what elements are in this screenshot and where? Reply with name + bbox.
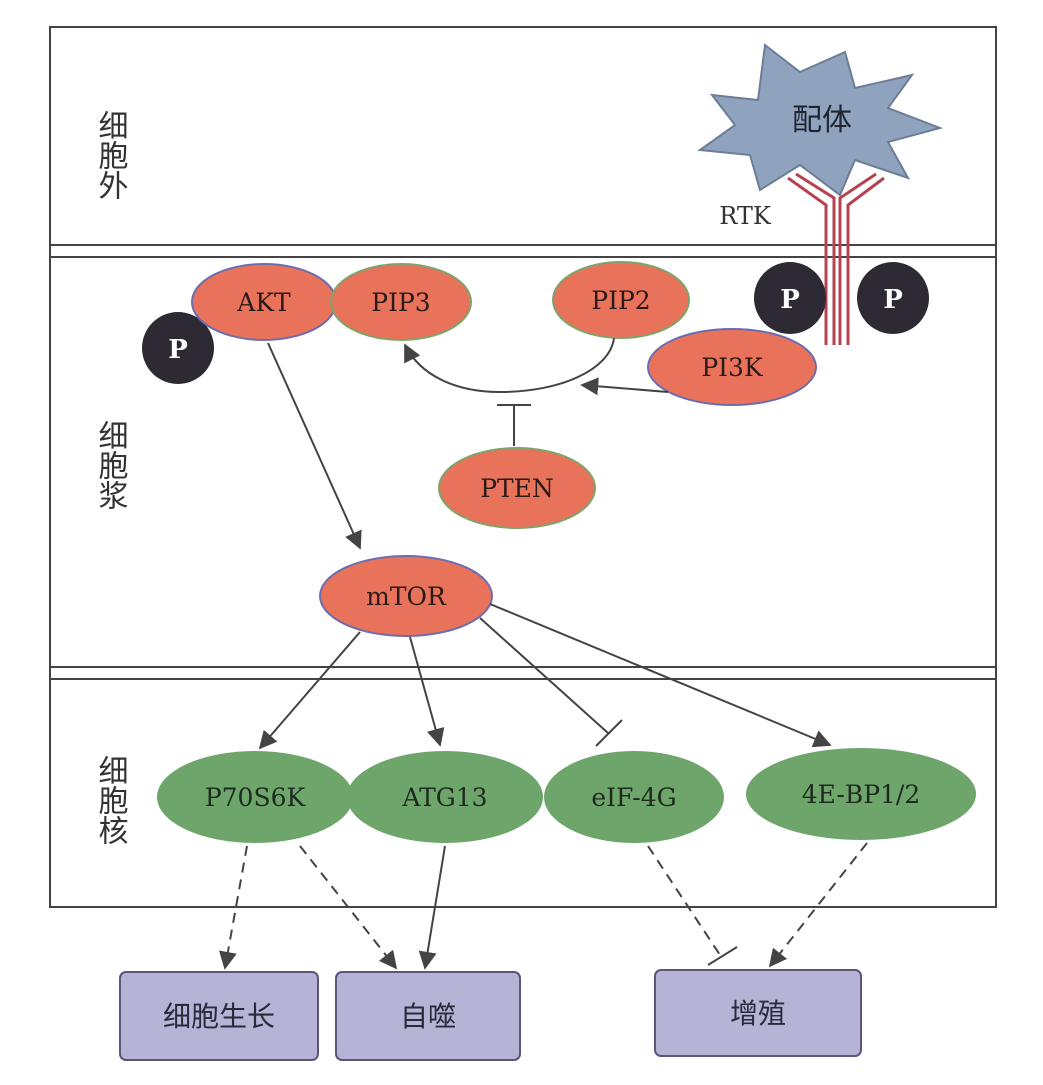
phospho-rtk-left <box>754 262 826 334</box>
arrow-pip2-to-pip3 <box>404 337 615 394</box>
node-pip2-label: PIP2 <box>591 286 650 315</box>
node-mtor-label: mTOR <box>366 582 447 611</box>
region-extracellular: 细胞外 <box>93 110 129 200</box>
region-nucleus: 细胞核 <box>93 755 129 845</box>
inhibit-eif4g-to-proliferation <box>647 845 723 959</box>
node-atg13 <box>347 751 543 843</box>
phospho-rtk-right <box>857 262 929 334</box>
node-pip3 <box>330 263 472 341</box>
phospho-akt-label: P <box>168 335 188 365</box>
node-mtor <box>319 555 493 637</box>
node-eif4g-label: eIF-4G <box>591 783 676 812</box>
node-eif4g <box>544 751 724 843</box>
node-pip2 <box>552 261 690 339</box>
arrow-atg13-to-autophagy <box>418 845 446 970</box>
inhibit-eif4g-to-proliferation-bar <box>707 946 738 966</box>
phospho-rtk-left-label: P <box>780 285 800 315</box>
outcome-proliferation-box <box>654 969 862 1057</box>
arrow-mtor-to-atg13 <box>409 636 445 747</box>
ligand-label: 配体 <box>792 103 852 138</box>
arrow-p70s6k-to-growth <box>219 845 248 970</box>
outcome-autophagy-box <box>335 971 521 1061</box>
node-pten <box>438 447 596 529</box>
node-p70s6k <box>157 751 353 843</box>
node-pi3k-label: PI3K <box>701 353 764 382</box>
node-pten-label: PTEN <box>480 474 554 503</box>
node-pip3-label: PIP3 <box>371 288 430 317</box>
arrow-p70s6k-to-autophagy <box>299 845 398 970</box>
ligand-shape <box>697 43 944 197</box>
node-atg13-label: ATG13 <box>401 783 487 812</box>
rtk-receptor <box>787 172 885 345</box>
node-pi3k <box>647 328 817 406</box>
node-akt-label: AKT <box>236 288 291 317</box>
arrow-4ebp-to-proliferation <box>768 842 868 968</box>
node-p70s6k-label: P70S6K <box>205 783 307 812</box>
arrow-mtor-to-4ebp <box>489 603 832 748</box>
outcome-growth-label: 细胞生长 <box>163 1000 275 1033</box>
arrow-pi3k-to-conversion <box>580 377 669 396</box>
cell-frame <box>49 26 997 908</box>
node-4ebp12-label: 4E-BP1/2 <box>802 780 921 809</box>
inhibit-mtor-to-eif4g <box>479 617 609 734</box>
outcome-growth-box <box>119 971 319 1061</box>
outcome-autophagy-label: 自噬 <box>400 1000 456 1033</box>
arrow-akt-to-mtor <box>267 342 362 550</box>
phospho-rtk-right-label: P <box>883 285 903 315</box>
region-cytoplasm: 细胞浆 <box>93 420 129 510</box>
arrow-mtor-to-p70s6k <box>258 631 361 750</box>
rtk-label: RTK <box>719 202 772 230</box>
node-4ebp12 <box>746 748 976 840</box>
phospho-akt <box>142 312 214 384</box>
inhibit-mtor-to-eif4g-bar <box>595 719 623 747</box>
outcome-proliferation-label: 增殖 <box>730 997 786 1030</box>
